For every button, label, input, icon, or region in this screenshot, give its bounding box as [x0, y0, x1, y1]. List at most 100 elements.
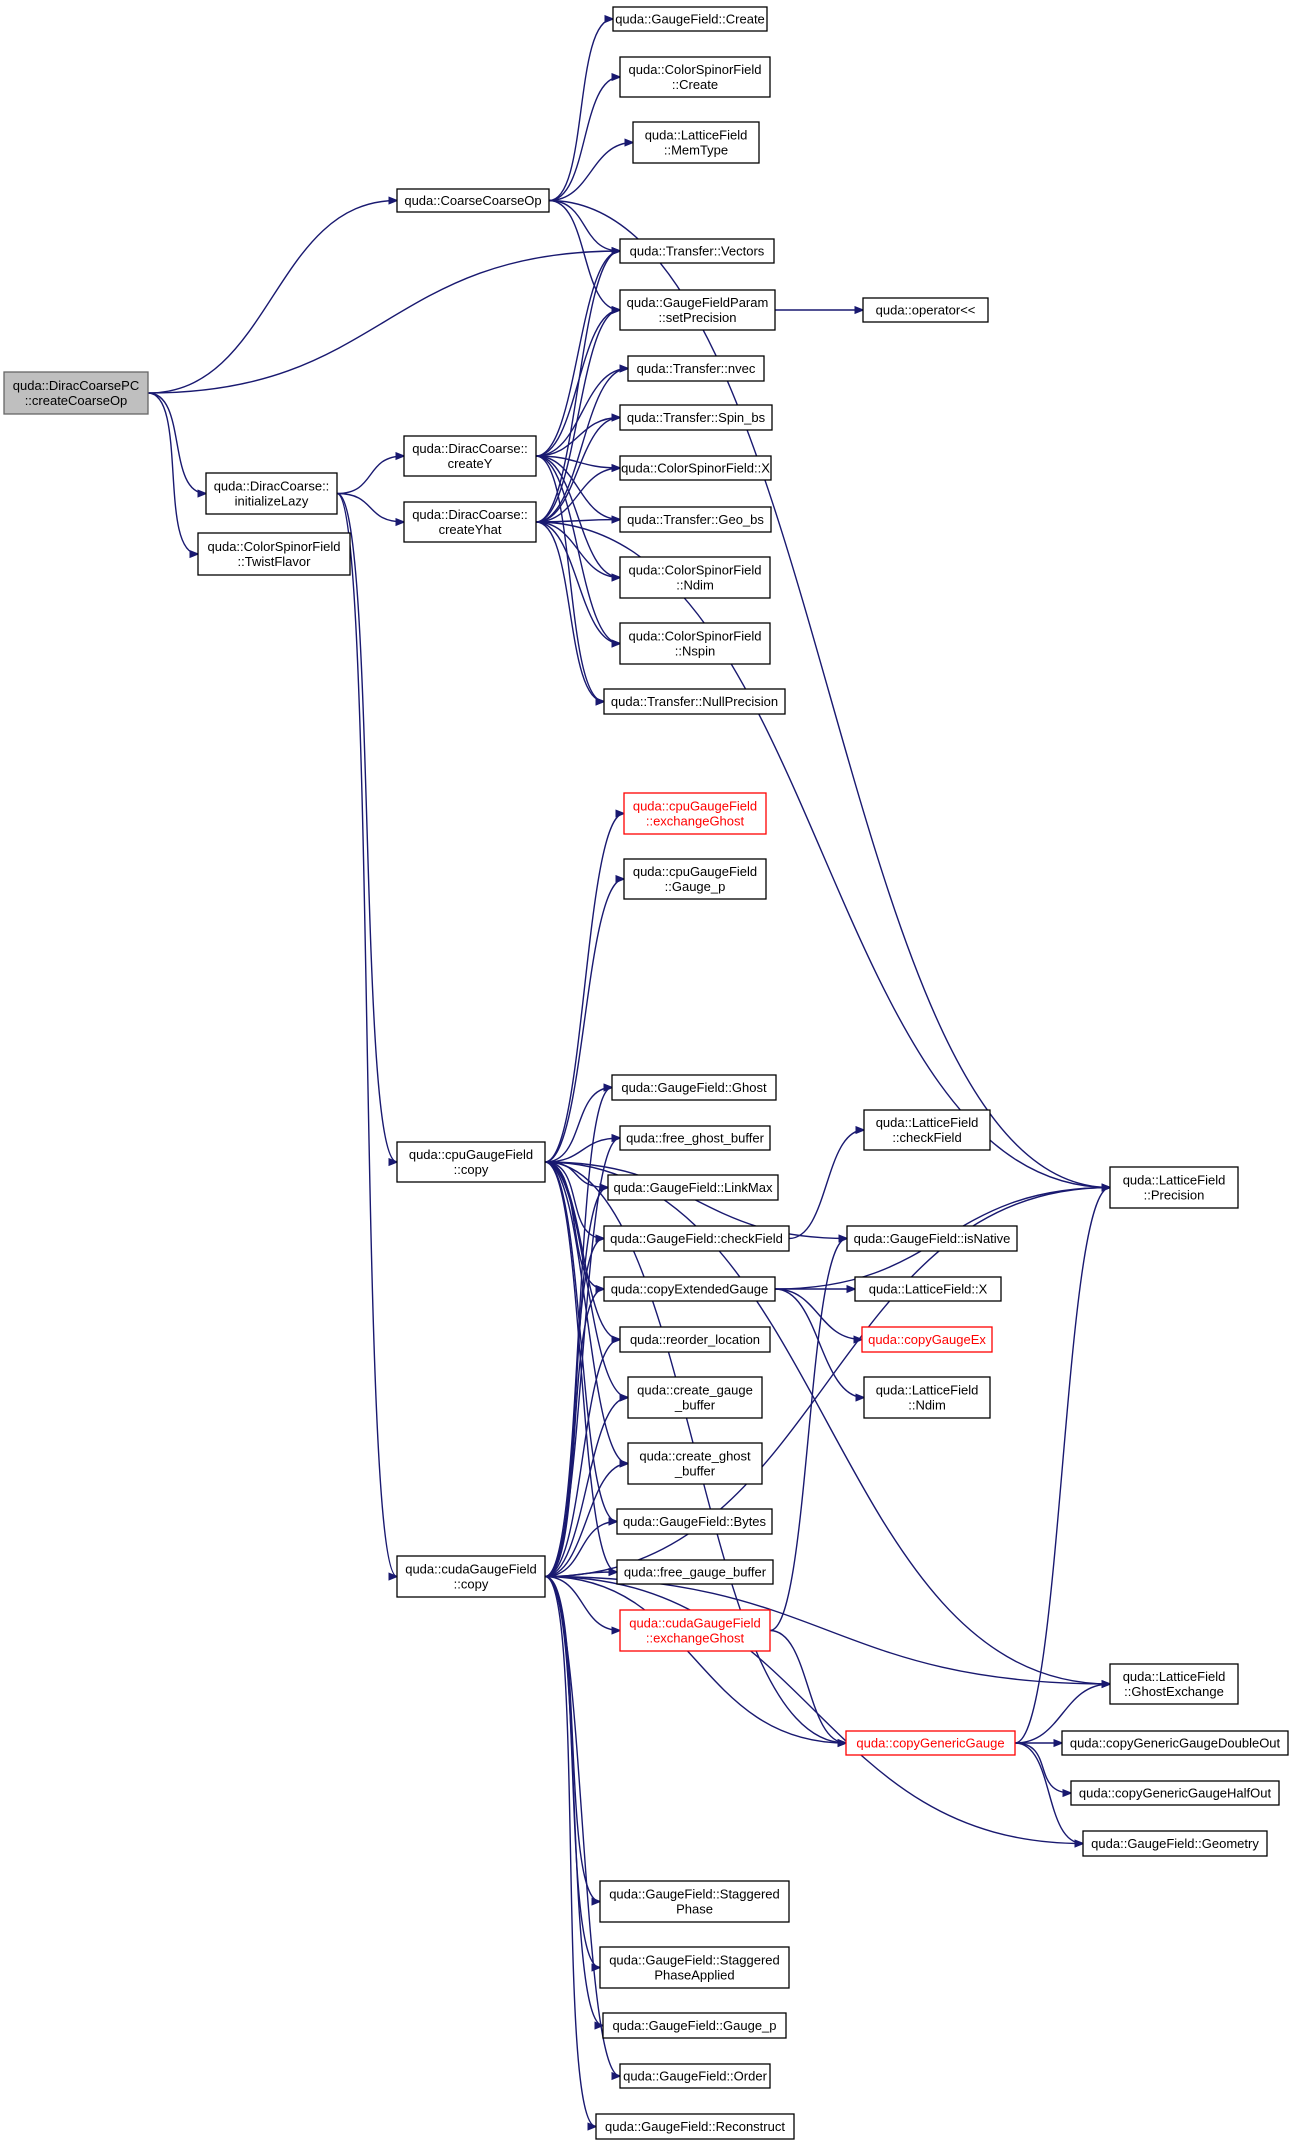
- node-initializelazy[interactable]: quda::DiracCoarse::initializeLazy: [205, 472, 338, 515]
- node-lf-x[interactable]: quda::LatticeField::X: [854, 1276, 1002, 1302]
- node-gf-linkmax[interactable]: quda::GaugeField::LinkMax: [607, 1174, 779, 1201]
- node-lf-precision[interactable]: quda::LatticeField::Precision: [1109, 1166, 1239, 1209]
- node-tr-vectors[interactable]: quda::Transfer::Vectors: [619, 238, 775, 264]
- node-box[interactable]: [619, 404, 773, 431]
- node-cgg-double[interactable]: quda::copyGenericGaugeDoubleOut: [1061, 1730, 1289, 1756]
- node-box[interactable]: [845, 1730, 1016, 1756]
- node-root[interactable]: quda::DiracCoarsePC::createCoarseOp: [3, 371, 149, 415]
- node-box[interactable]: [1061, 1730, 1289, 1756]
- node-box[interactable]: [627, 355, 765, 382]
- node-tr-nullprec[interactable]: quda::Transfer::NullPrecision: [603, 688, 786, 715]
- node-box[interactable]: [616, 1508, 773, 1535]
- node-tr-geobs[interactable]: quda::Transfer::Geo_bs: [619, 506, 772, 533]
- node-lf-ndim[interactable]: quda::LatticeField::Ndim: [863, 1376, 991, 1419]
- node-cgg-half[interactable]: quda::copyGenericGaugeHalfOut: [1070, 1780, 1280, 1806]
- node-gf-bytes[interactable]: quda::GaugeField::Bytes: [616, 1508, 773, 1535]
- node-cpucopy[interactable]: quda::cpuGaugeField::copy: [396, 1141, 546, 1183]
- node-box[interactable]: [1082, 1830, 1268, 1857]
- node-lf-memtype[interactable]: quda::LatticeField::MemType: [632, 121, 760, 164]
- node-csf-ndim[interactable]: quda::ColorSpinorField::Ndim: [619, 556, 771, 599]
- node-csf-x[interactable]: quda::ColorSpinorField::X: [619, 455, 772, 481]
- node-box[interactable]: [396, 188, 550, 213]
- node-cpu-exghost[interactable]: quda::cpuGaugeField::exchangeGhost: [623, 792, 767, 835]
- node-cuda-exghost[interactable]: quda::cudaGaugeField::exchangeGhost: [619, 1609, 771, 1652]
- node-gf-gaugep[interactable]: quda::GaugeField::Gauge_p: [602, 2012, 787, 2039]
- node-box[interactable]: [603, 688, 786, 715]
- node-box[interactable]: [403, 435, 537, 477]
- node-box[interactable]: [619, 1609, 771, 1652]
- node-box[interactable]: [205, 472, 338, 515]
- node-box[interactable]: [619, 455, 772, 481]
- node-gf-ghost[interactable]: quda::GaugeField::Ghost: [611, 1074, 777, 1101]
- node-box[interactable]: [619, 622, 771, 665]
- node-free-ghost[interactable]: quda::free_ghost_buffer: [619, 1125, 771, 1151]
- node-box[interactable]: [396, 1555, 546, 1598]
- node-lf-ghostex[interactable]: quda::LatticeField::GhostExchange: [1109, 1663, 1239, 1705]
- node-box[interactable]: [623, 792, 767, 835]
- node-operator[interactable]: quda::operator<<: [862, 297, 989, 323]
- node-createy[interactable]: quda::DiracCoarse::createY: [403, 435, 537, 477]
- node-box[interactable]: [854, 1276, 1002, 1302]
- node-box[interactable]: [396, 1141, 546, 1183]
- node-box[interactable]: [1109, 1663, 1239, 1705]
- node-box[interactable]: [619, 556, 771, 599]
- node-box[interactable]: [607, 1174, 779, 1201]
- node-box[interactable]: [616, 1559, 774, 1585]
- node-coarsecoarseop[interactable]: quda::CoarseCoarseOp: [396, 188, 550, 213]
- node-box[interactable]: [612, 6, 768, 32]
- node-box[interactable]: [403, 501, 537, 543]
- node-copygaugeex[interactable]: quda::copyGaugeEx: [861, 1326, 993, 1353]
- node-box[interactable]: [623, 858, 767, 900]
- node-gf-isnative[interactable]: quda::GaugeField::isNative: [846, 1225, 1018, 1252]
- node-box[interactable]: [603, 1225, 790, 1252]
- node-create-gauge[interactable]: quda::create_gauge_buffer: [627, 1376, 763, 1419]
- node-box[interactable]: [599, 1880, 790, 1923]
- node-cpu-gaugep[interactable]: quda::cpuGaugeField::Gauge_p: [623, 858, 767, 900]
- node-csf-nspin[interactable]: quda::ColorSpinorField::Nspin: [619, 622, 771, 665]
- node-box[interactable]: [619, 238, 775, 264]
- node-reorder[interactable]: quda::reorder_location: [619, 1326, 771, 1353]
- node-box[interactable]: [627, 1442, 763, 1485]
- node-tr-nvec[interactable]: quda::Transfer::nvec: [627, 355, 765, 382]
- node-box[interactable]: [862, 297, 989, 323]
- node-lf-checkfield[interactable]: quda::LatticeField::checkField: [863, 1109, 991, 1151]
- node-copyext[interactable]: quda::copyExtendedGauge: [603, 1276, 776, 1302]
- node-box[interactable]: [1109, 1166, 1239, 1209]
- node-gf-order[interactable]: quda::GaugeField::Order: [619, 2063, 771, 2089]
- node-box[interactable]: [602, 2012, 787, 2039]
- node-box[interactable]: [619, 2063, 771, 2089]
- node-createyhat[interactable]: quda::DiracCoarse::createYhat: [403, 501, 537, 543]
- node-copygeneric[interactable]: quda::copyGenericGauge: [845, 1730, 1016, 1756]
- node-gf-reconstruct[interactable]: quda::GaugeField::Reconstruct: [595, 2113, 795, 2140]
- node-box[interactable]: [619, 506, 772, 533]
- node-twistflavor[interactable]: quda::ColorSpinorField::TwistFlavor: [197, 532, 351, 576]
- node-box[interactable]: [619, 1125, 771, 1151]
- node-box[interactable]: [595, 2113, 795, 2140]
- node-free-gauge[interactable]: quda::free_gauge_buffer: [616, 1559, 774, 1585]
- node-gf-checkfield[interactable]: quda::GaugeField::checkField: [603, 1225, 790, 1252]
- node-box[interactable]: [846, 1225, 1018, 1252]
- node-gfp-setprec[interactable]: quda::GaugeFieldParam::setPrecision: [619, 289, 776, 331]
- node-box[interactable]: [863, 1376, 991, 1419]
- node-box[interactable]: [1070, 1780, 1280, 1806]
- node-box[interactable]: [619, 289, 776, 331]
- node-gf-geometry[interactable]: quda::GaugeField::Geometry: [1082, 1830, 1268, 1857]
- node-create-ghost[interactable]: quda::create_ghost_buffer: [627, 1442, 763, 1485]
- node-box[interactable]: [611, 1074, 777, 1101]
- node-box[interactable]: [599, 1946, 790, 1989]
- node-box[interactable]: [627, 1376, 763, 1419]
- node-box[interactable]: [861, 1326, 993, 1353]
- node-csf-create[interactable]: quda::ColorSpinorField::Create: [619, 56, 771, 98]
- node-box[interactable]: [619, 56, 771, 98]
- node-cudacopy[interactable]: quda::cudaGaugeField::copy: [396, 1555, 546, 1598]
- node-box[interactable]: [197, 532, 351, 576]
- node-box[interactable]: [603, 1276, 776, 1302]
- node-box[interactable]: [863, 1109, 991, 1151]
- node-tr-spinbs[interactable]: quda::Transfer::Spin_bs: [619, 404, 773, 431]
- node-box[interactable]: [3, 371, 149, 415]
- node-box[interactable]: [632, 121, 760, 164]
- node-gf-create[interactable]: quda::GaugeField::Create: [612, 6, 768, 32]
- node-box[interactable]: [619, 1326, 771, 1353]
